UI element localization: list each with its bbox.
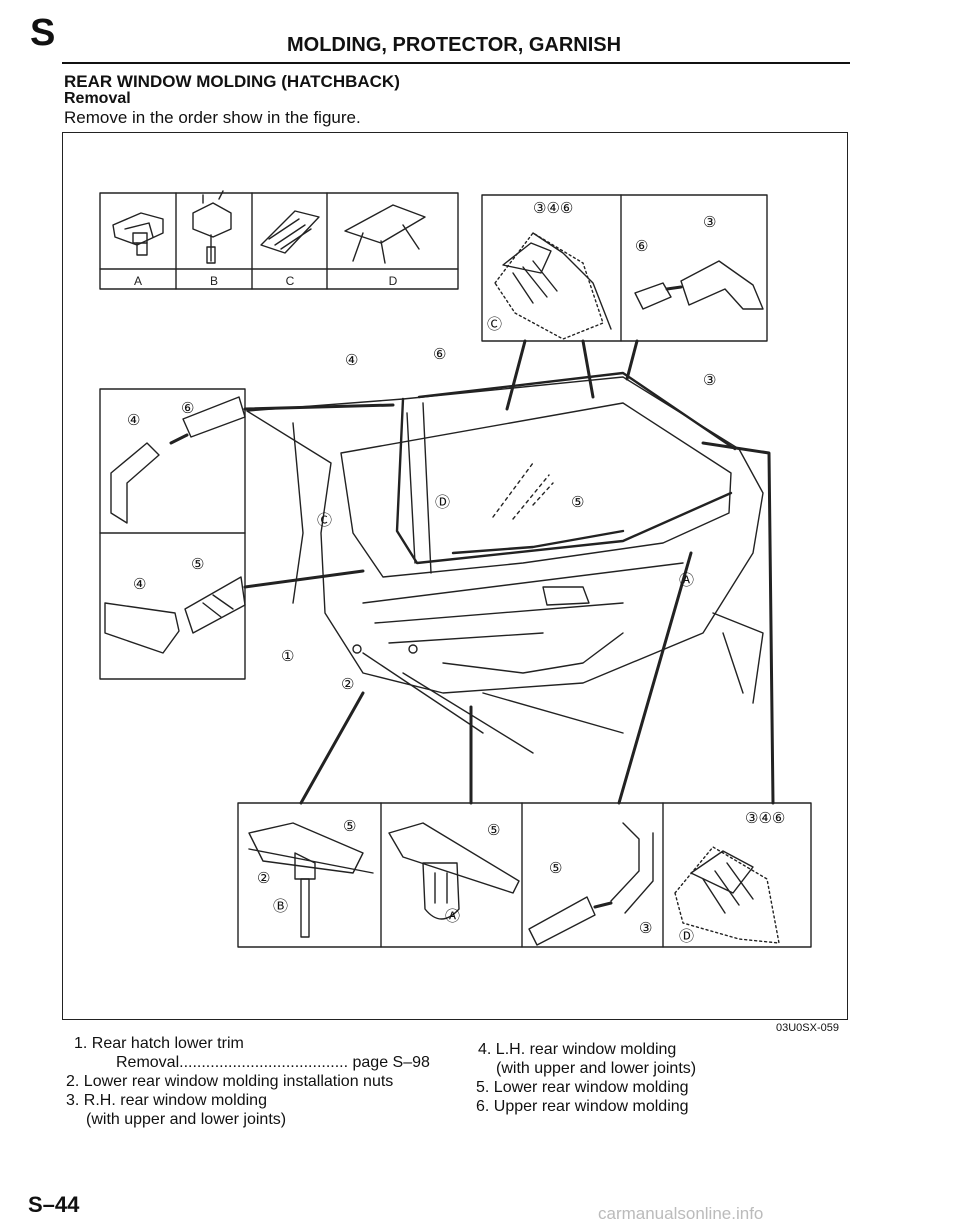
callout-3-upper: ③ — [703, 214, 716, 231]
clip-label-d: D — [389, 274, 398, 288]
callout-3-body: ③ — [703, 372, 716, 389]
callout-labels: ③④⑥ ③ ⑥ Ⓒ ④ ⑥ ③ ④ ⑥ Ⓒ Ⓓ ⑤ ⑤ ④ Ⓐ ① ② ⑤ ② … — [127, 200, 785, 945]
legend-item-6: 6. Upper rear window molding — [476, 1098, 689, 1115]
clip-label-c: C — [286, 274, 295, 288]
leader-lines — [243, 339, 775, 805]
callout-1-body: ① — [281, 648, 294, 665]
callout-3-bottom: ③ — [639, 920, 652, 937]
clip-d-drawing — [344, 204, 426, 264]
exploded-diagram: A B C D — [99, 190, 812, 948]
callout-5-bottom-2: ⑤ — [487, 822, 500, 839]
callout-6-upper: ⑥ — [635, 238, 648, 255]
callout-4-body: ④ — [345, 352, 358, 369]
callout-2-body: ② — [341, 676, 354, 693]
callout-346-upper: ③④⑥ — [533, 200, 573, 217]
detail-left-joints — [99, 388, 246, 680]
callout-4-left-bottom: ④ — [133, 576, 146, 593]
clip-label-b: B — [210, 274, 218, 288]
callout-b-bottom: Ⓑ — [273, 898, 288, 915]
callout-6-left-top: ⑥ — [181, 400, 194, 417]
callout-a-body: Ⓐ — [679, 572, 694, 589]
callout-c-upper: Ⓒ — [487, 316, 502, 333]
title-rule — [62, 62, 850, 64]
callout-c-body: Ⓒ — [317, 512, 332, 529]
callout-346-bottom: ③④⑥ — [745, 810, 785, 827]
callout-a-bottom: Ⓐ — [445, 908, 460, 925]
legend-item-1: 1. Rear hatch lower trim — [74, 1035, 244, 1052]
legend-item-1-ref: Removal.................................… — [116, 1054, 430, 1071]
clip-c-drawing — [260, 210, 320, 254]
callout-2-bottom: ② — [257, 870, 270, 887]
callout-4-left-top: ④ — [127, 412, 140, 429]
legend-item-5: 5. Lower rear window molding — [476, 1079, 689, 1096]
legend-item-2: 2. Lower rear window molding installatio… — [66, 1073, 394, 1090]
callout-d-bottom: Ⓓ — [679, 928, 694, 945]
legend-item-3-note: (with upper and lower joints) — [86, 1111, 287, 1128]
clip-b-drawing — [192, 190, 232, 264]
page-number: S–44 — [28, 1192, 80, 1217]
watermark-text: carmanualsonline.info — [598, 1204, 764, 1223]
callout-5-left-bottom: ⑤ — [191, 556, 204, 573]
callout-6-body: ⑥ — [433, 346, 446, 363]
sub-heading: Removal — [64, 90, 131, 107]
callout-5-bottom-3: ⑤ — [549, 860, 562, 877]
detail-upper-corner — [481, 194, 768, 342]
clip-legend-box: A B C D — [99, 190, 459, 290]
detail-bottom-row — [237, 802, 812, 948]
clip-label-a: A — [134, 274, 142, 288]
legend-item-4-note: (with upper and lower joints) — [496, 1060, 697, 1077]
section-heading: REAR WINDOW MOLDING (HATCHBACK) — [64, 72, 400, 91]
figure-frame: A B C D — [62, 132, 848, 1020]
callout-5-body: ⑤ — [571, 494, 584, 511]
section-letter: S — [30, 12, 56, 54]
legend-item-4: 4. L.H. rear window molding — [478, 1041, 677, 1058]
page-title: MOLDING, PROTECTOR, GARNISH — [287, 34, 622, 56]
callout-5-bottom-1: ⑤ — [343, 818, 356, 835]
callout-d-body: Ⓓ — [435, 494, 450, 511]
hatchback-body — [246, 371, 764, 754]
clip-a-drawing — [112, 212, 164, 256]
instruction-text: Remove in the order show in the figure. — [64, 108, 361, 127]
legend-item-3: 3. R.H. rear window molding — [66, 1092, 267, 1109]
figure-code: 03U0SX-059 — [776, 1022, 839, 1034]
